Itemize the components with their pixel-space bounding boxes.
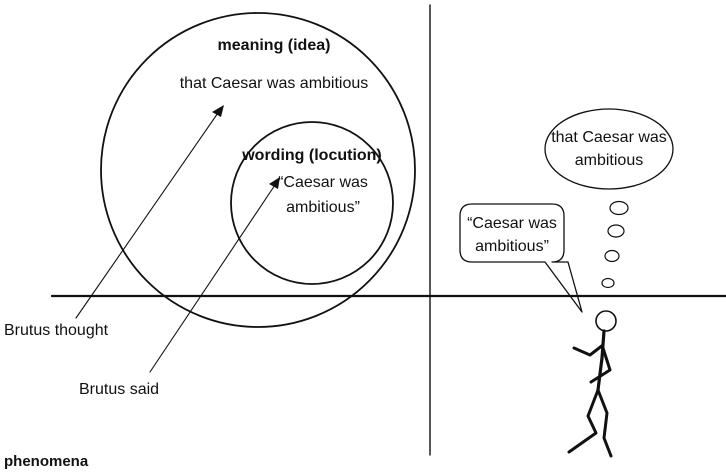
thought-dot-1 — [609, 200, 629, 216]
speech-bubble-line2: ambitious” — [475, 238, 549, 255]
wording-text-line2: ambitious” — [286, 199, 360, 216]
brutus-said-label: Brutus said — [79, 381, 159, 398]
thought-bubble — [544, 108, 674, 190]
phenomena-label: phenomena — [4, 453, 89, 470]
thought-dot-4 — [601, 277, 615, 289]
wording-title: wording (locution) — [241, 147, 382, 164]
figure-left-leg — [567, 388, 600, 454]
speech-bubble-line1: “Caesar was — [467, 215, 557, 232]
meaning-title: meaning (idea) — [218, 37, 331, 54]
figure-right-leg — [596, 388, 613, 458]
thought-arrow-line — [75, 109, 221, 319]
said-arrowhead-icon — [269, 177, 280, 189]
meaning-text: that Caesar was ambitious — [180, 75, 369, 92]
thought-bubble-line1: that Caesar was — [551, 129, 667, 146]
thought-dot-2 — [607, 224, 625, 238]
speech-bubble — [459, 203, 583, 313]
figure-head — [595, 310, 617, 332]
thought-dot-3 — [604, 249, 620, 263]
thought-bubble-line2: ambitious — [575, 152, 643, 169]
wording-text-line1: “Caesar was — [278, 174, 368, 191]
wording-circle — [230, 121, 394, 285]
thought-arrowhead-icon — [212, 105, 224, 117]
figure-right-arm — [589, 346, 612, 384]
figure-body — [596, 329, 606, 392]
stick-figure — [567, 310, 617, 458]
meaning-circle — [100, 12, 416, 328]
figure-left-arm — [572, 343, 605, 357]
brutus-thought-label: Brutus thought — [4, 322, 109, 339]
said-arrow-line — [149, 181, 278, 373]
